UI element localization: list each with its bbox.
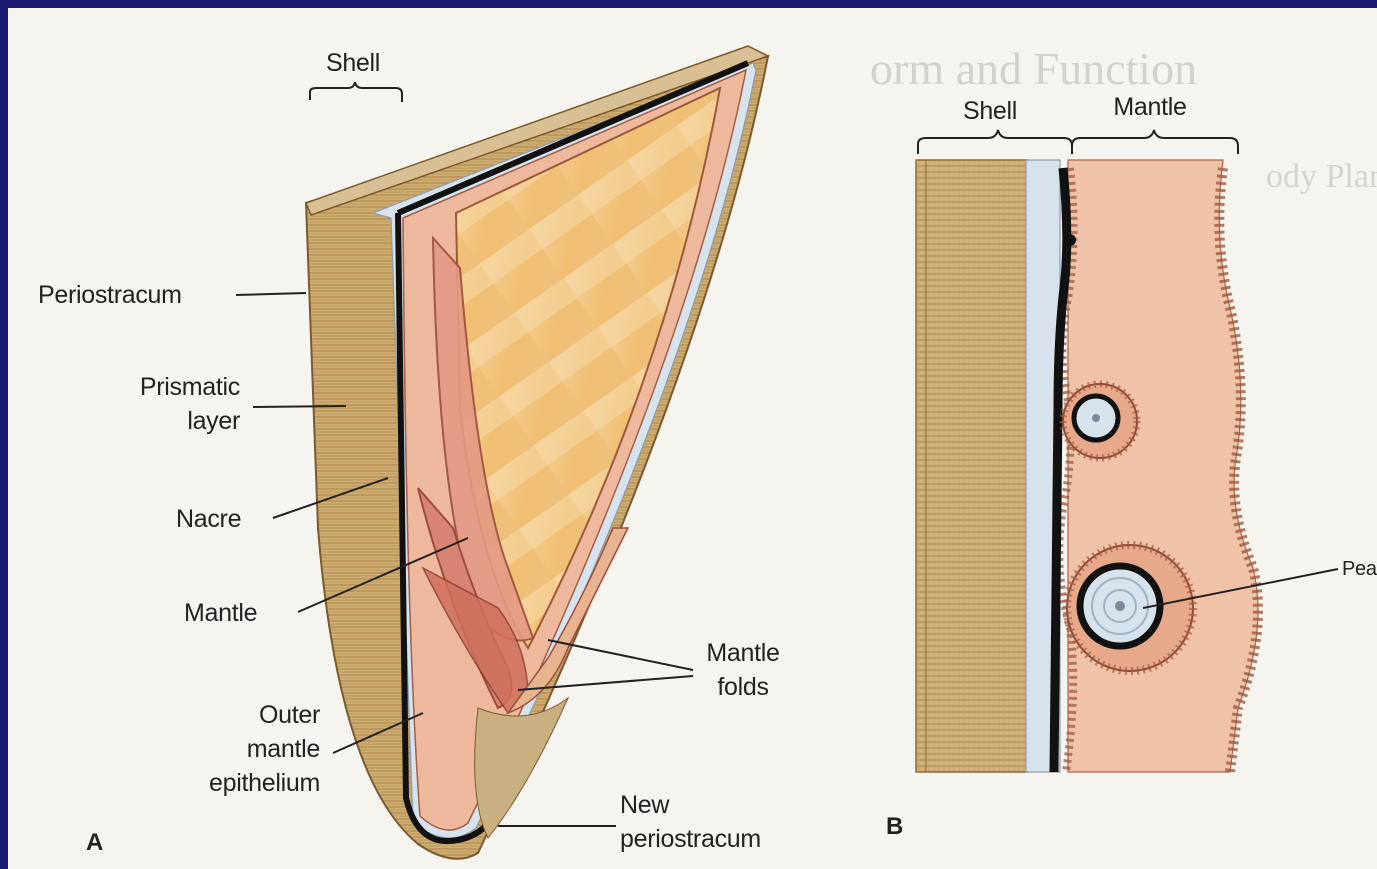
panel-a-drawing bbox=[306, 46, 768, 859]
prismatic-layer-label: Prismatic layer bbox=[68, 370, 240, 438]
nacre-label: Nacre bbox=[176, 502, 241, 536]
periostracum-label: Periostracum bbox=[38, 278, 182, 312]
new-periostracum-label: New periostracum bbox=[620, 788, 761, 856]
panel-a-shell-label: Shell bbox=[308, 46, 398, 80]
figure-page: orm and Function ody Plan bbox=[8, 8, 1377, 869]
panel-b-shell-label: Shell bbox=[950, 94, 1030, 128]
panel-a-letter: A bbox=[86, 826, 103, 860]
outer-mantle-epithelium-label: Outer mantle epithelium bbox=[138, 698, 320, 800]
panel-a-shell-bracket bbox=[310, 82, 402, 102]
panel-b-letter: B bbox=[886, 810, 903, 844]
panel-b-drawing bbox=[916, 160, 1258, 772]
panel-b-mantle-bracket bbox=[1072, 130, 1238, 154]
panel-b-mantle-label: Mantle bbox=[1100, 90, 1200, 124]
pearl-label: Pea bbox=[1342, 552, 1377, 586]
panel-b-shell-bracket bbox=[918, 130, 1072, 154]
mantle-folds-label: Mantle folds bbox=[688, 636, 798, 704]
panel-a-mantle-label: Mantle bbox=[184, 596, 257, 630]
